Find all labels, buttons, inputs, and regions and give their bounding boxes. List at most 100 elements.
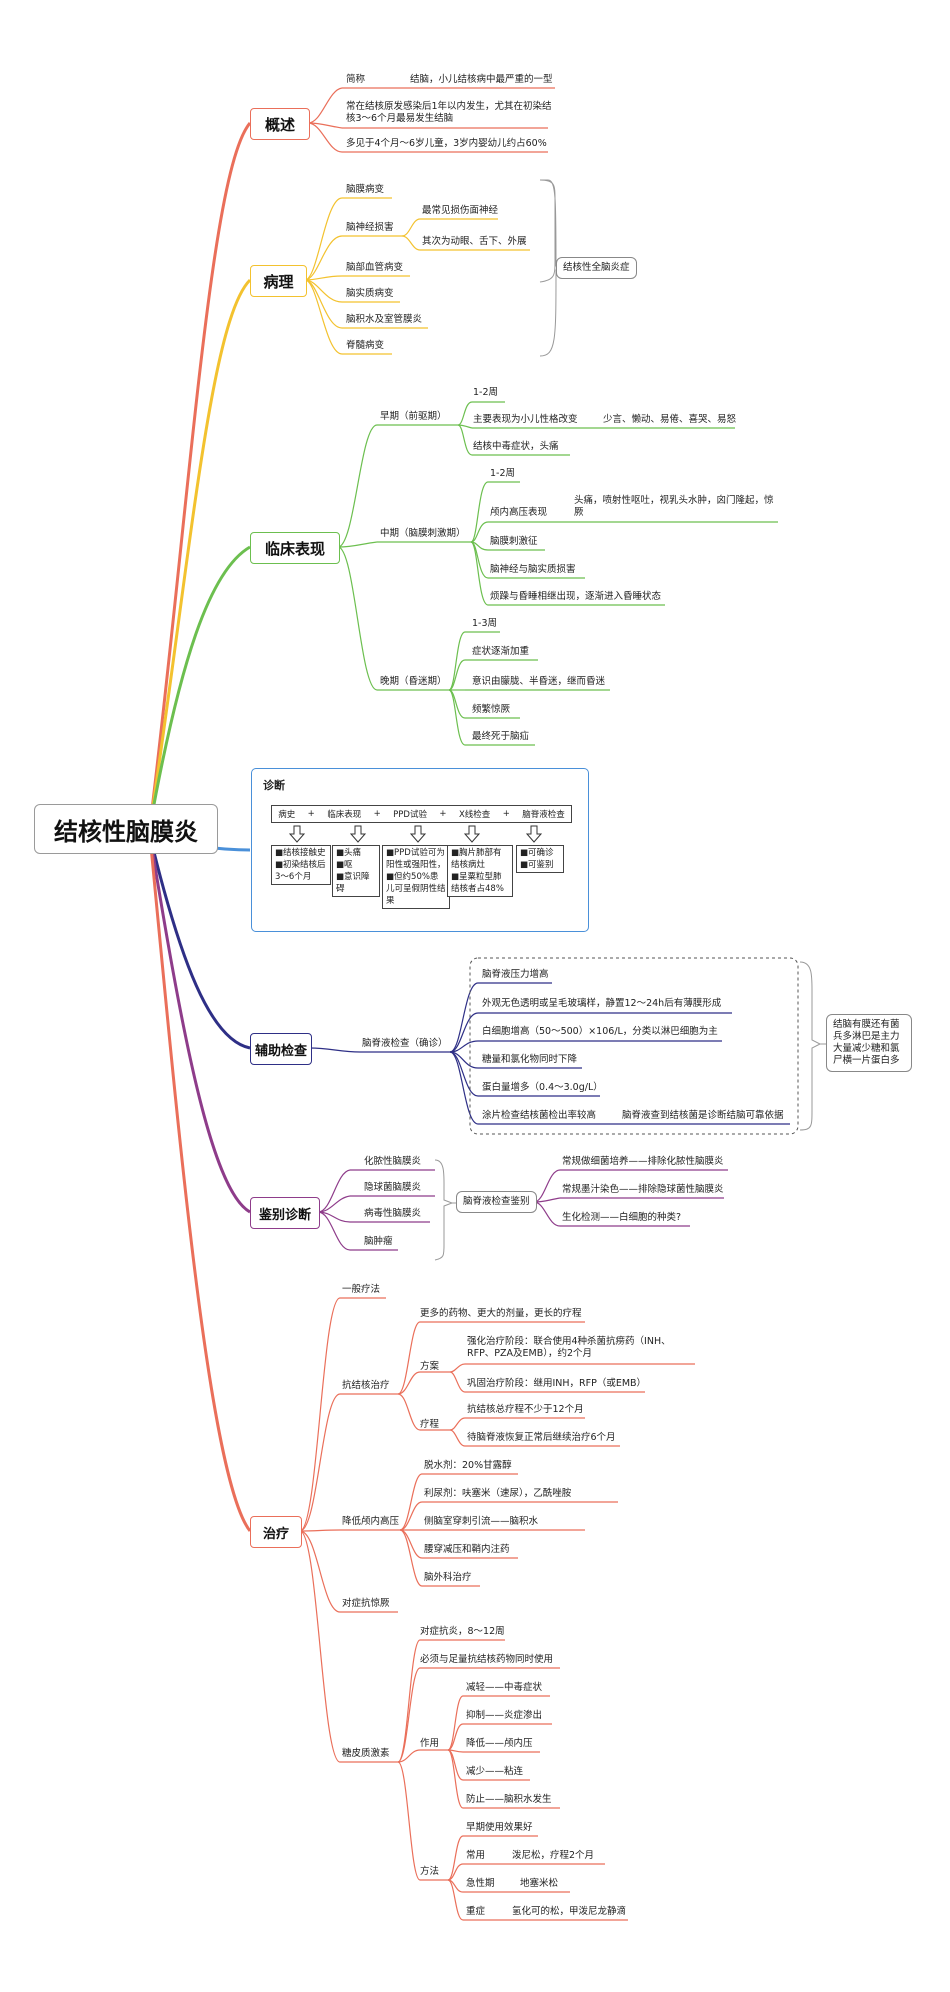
plus-sign: + (307, 809, 315, 819)
clinical-early: 早期（前驱期） (380, 411, 447, 422)
treatment-icp: 降低颅内高压 (342, 1516, 400, 1527)
diagnosis-cell-ppd: ■PPD试验可为阳性或强阳性， ■但约50%患儿可呈假阴性结果 (382, 845, 450, 909)
differential-culture: 常规做细菌培养——排除化脓性脑膜炎 (562, 1156, 724, 1167)
differential-ink: 常规墨汁染色——排除隐球菌性脑膜炎 (562, 1184, 724, 1195)
clinical-middle-icp-key: 颅内高压表现 (490, 507, 548, 518)
branch-differential[interactable]: 鉴别诊断 (250, 1197, 320, 1229)
anti-tb-course-2: 待脑脊液恢复正常后继续治疗6个月 (467, 1432, 616, 1443)
clinical-early-main-value: 少言、懒动、易倦、喜哭、易怒 (603, 414, 737, 425)
pathology-summary[interactable]: 结核性全脑炎症 (556, 257, 637, 279)
branch-pathology-label: 病理 (263, 272, 294, 291)
auxiliary-smear-value: 脑脊液查到结核菌是诊断结脑可靠依据 (622, 1110, 784, 1121)
connector-differential (148, 835, 251, 1214)
overview-brief-key: 简称 (346, 74, 366, 85)
diagnosis-header-history: 病史 (278, 810, 296, 820)
auxiliary-summary[interactable]: 结脑有膜还有菌兵多淋巴是主力大量减少糖和氯尸横一片蛋白多 (826, 1014, 912, 1072)
pathology-brace (539, 179, 556, 283)
pathology-vessel: 脑部血管病变 (346, 262, 404, 273)
differential-biochem: 生化检测——白细胞的种类? (562, 1212, 682, 1223)
icp-dehydrate: 脱水剂：20%甘露醇 (424, 1460, 512, 1471)
branch-treatment[interactable]: 治疗 (250, 1516, 302, 1548)
diagnosis-panel[interactable]: 诊断 病史 + 临床表现 + PPD试验 + X线检查 + 脑脊液检查 ■结核接… (251, 768, 589, 932)
down-arrow-icon (350, 825, 366, 843)
clinical-middle-icp-value: 头痛，喷射性呕吐，视乳头水肿，囟门隆起，惊厥 (574, 495, 774, 518)
steroid-acute-value: 地塞米松 (520, 1878, 559, 1889)
diagnosis-title: 诊断 (263, 779, 285, 792)
steroid-effect-4: 减少——粘连 (466, 1766, 524, 1777)
steroid-effect-1: 减轻——中毒症状 (466, 1682, 543, 1693)
steroid-effect-5: 防止——脑积水发生 (466, 1794, 552, 1805)
anti-tb-course-1: 抗结核总疗程不少于12个月 (467, 1404, 584, 1415)
steroid-acute-key: 急性期 (466, 1878, 495, 1889)
connector-pathology (148, 278, 252, 827)
diagnosis-cell-clinical: ■头痛 ■呕 ■意识障碍 (332, 845, 380, 897)
diagnosis-header-csf: 脑脊液检查 (522, 810, 565, 820)
auxiliary-summary-label: 结脑有膜还有菌兵多淋巴是主力大量减少糖和氯尸横一片蛋白多 (833, 1019, 900, 1066)
steroid-basis: 对症抗炎，8～12周 (420, 1626, 505, 1637)
down-arrow-icon (526, 825, 542, 843)
anti-tb-course: 疗程 (420, 1419, 440, 1430)
anti-tb-intensive: 强化治疗阶段：联合使用4种杀菌抗痨药（INH、RFP、PZA及EMB），约2个月 (467, 1336, 671, 1359)
steroid-severe-value: 氢化可的松，甲泼尼龙静滴 (512, 1906, 627, 1917)
connector-treatment (148, 835, 252, 1532)
differential-csf-box[interactable]: 脑脊液检查鉴别 (456, 1191, 537, 1213)
clinical-middle-meningeal: 脑膜刺激征 (490, 536, 538, 547)
clinical-late-seizure: 频繁惊厥 (472, 704, 511, 715)
overview-age: 多见于4个月～6岁儿童，3岁内婴幼儿约占60% (346, 138, 547, 149)
treatment-anti-tb: 抗结核治疗 (342, 1380, 390, 1391)
differential-tumor: 脑肿瘤 (364, 1236, 393, 1247)
branch-auxiliary[interactable]: 辅助检查 (250, 1033, 312, 1065)
anti-tb-consolidation: 巩固治疗阶段：继用INH，RFP（或EMB） (467, 1378, 647, 1389)
pathology-spinal: 脊髓病变 (346, 340, 385, 351)
steroid-early: 早期使用效果好 (466, 1822, 533, 1833)
down-arrow-icon (410, 825, 426, 843)
branch-overview-label: 概述 (264, 115, 295, 134)
branch-overview[interactable]: 概述 (250, 108, 310, 140)
branch-clinical-label: 临床表现 (264, 539, 325, 558)
branch-treatment-label: 治疗 (262, 1526, 289, 1542)
anti-tb-principle: 更多的药物、更大的剂量，更长的疗程 (420, 1308, 582, 1319)
diagnosis-cell-history: ■结核接触史 ■初染结核后3～6个月 (271, 845, 331, 885)
steroid-effect-2: 抑制——炎症渗出 (466, 1710, 543, 1721)
branch-clinical[interactable]: 临床表现 (250, 532, 340, 564)
treatment-general: 一般疗法 (342, 1284, 381, 1295)
pathology-hydro: 脑积水及室管膜炎 (346, 314, 423, 325)
clinical-late-duration: 1-3周 (472, 618, 498, 629)
plus-sign: + (373, 809, 381, 819)
root-topic[interactable]: 结核性脑膜炎 (34, 804, 218, 854)
diagnosis-header-clinical: 临床表现 (327, 810, 362, 820)
differential-csf-label: 脑脊液检查鉴别 (463, 1196, 530, 1207)
differential-purulent: 化脓性脑膜炎 (364, 1156, 422, 1167)
clinical-late-worse: 症状逐渐加重 (472, 646, 530, 657)
down-arrow-icon (464, 825, 480, 843)
down-arrow-icon (289, 825, 305, 843)
treatment-symptomatic: 对症抗惊厥 (342, 1598, 390, 1609)
branch-differential-label: 鉴别诊断 (258, 1207, 311, 1223)
diagnosis-cell-xray: ■胸片肺部有结核病灶 ■呈粟粒型肺结核者占48% (447, 845, 513, 897)
clinical-middle-consciousness: 烦躁与昏睡相继出现，逐渐进入昏睡状态 (490, 591, 662, 602)
pathology-nerve-2: 其次为动眼、舌下、外展 (422, 236, 527, 247)
root-title: 结核性脑膜炎 (54, 817, 198, 846)
plus-sign: + (502, 809, 510, 819)
clinical-early-main-key: 主要表现为小儿性格改变 (473, 414, 578, 425)
steroid-effect-3: 降低——颅内压 (466, 1738, 533, 1749)
auxiliary-protein: 蛋白量增多（0.4～3.0g/L） (482, 1082, 603, 1093)
icp-diuretic: 利尿剂：呋塞米（速尿），乙酰唑胺 (424, 1488, 572, 1499)
pathology-nerve-1: 最常见损伤面神经 (422, 205, 499, 216)
clinical-middle-duration: 1-2周 (490, 468, 516, 479)
clinical-late: 晚期（昏迷期） (380, 676, 447, 687)
diagnosis-cell-csf: ■可确诊 ■可鉴别 (516, 845, 564, 873)
connector-clinical (148, 545, 251, 827)
pathology-meninges: 脑膜病变 (346, 184, 385, 195)
differential-crypto: 隐球菌脑膜炎 (364, 1182, 422, 1193)
auxiliary-smear-key: 涂片检查结核菌检出率较高 (482, 1110, 597, 1121)
diagnosis-header-xray: X线检查 (458, 810, 491, 820)
pathology-nerve: 脑神经损害 (346, 222, 394, 233)
clinical-middle: 中期（脑膜刺激期） (380, 528, 466, 539)
pathology-parenchyma: 脑实质病变 (346, 288, 394, 299)
auxiliary-pressure: 脑脊液压力增高 (482, 969, 549, 980)
auxiliary-appearance: 外观无色透明或呈毛玻璃样，静置12～24h后有薄膜形成 (482, 998, 722, 1009)
steroid-method: 方法 (420, 1866, 440, 1877)
branch-pathology[interactable]: 病理 (250, 265, 307, 297)
